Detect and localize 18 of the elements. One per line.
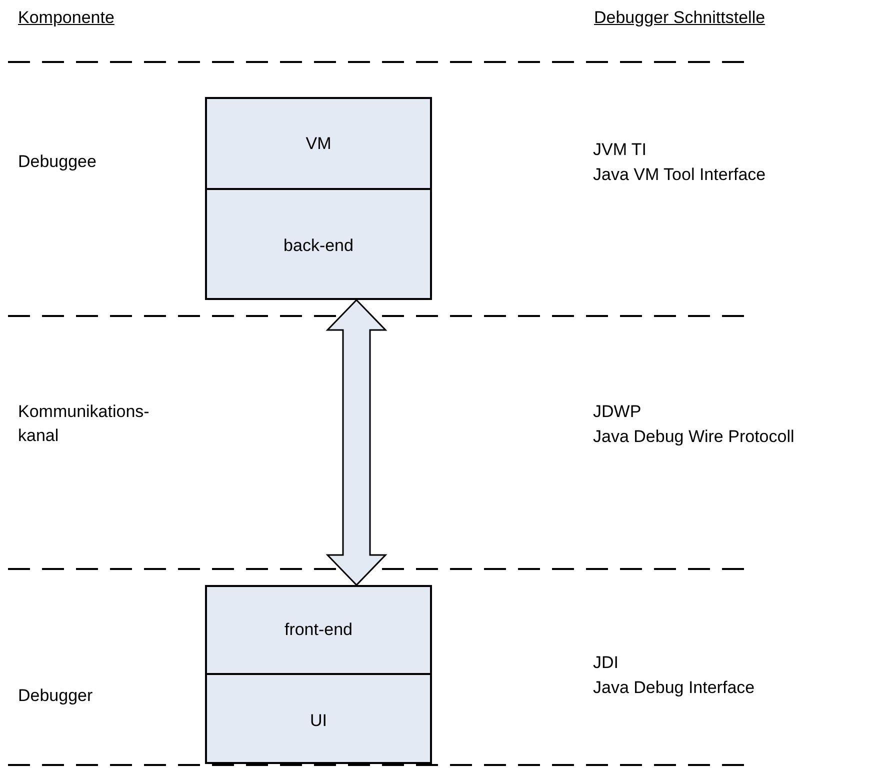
section-label: front-end [284, 619, 353, 642]
column-header: Komponente [18, 7, 114, 29]
layer-label: Java Debug Wire Protocoll [593, 426, 794, 448]
section-label: UI [310, 710, 327, 732]
layer-label: Debugger [18, 685, 93, 707]
layer-label: Java VM Tool Interface [593, 164, 766, 186]
column-header: Debugger Schnittstelle [594, 7, 766, 29]
layer-label: JVM TI [593, 139, 647, 161]
component-box [205, 97, 432, 300]
section-label: VM [306, 132, 332, 155]
component-box [205, 585, 432, 764]
layer-label: JDI [593, 652, 618, 674]
section-label: back-end [284, 235, 354, 258]
layer-label: Java Debug Interface [593, 677, 755, 699]
layer-label: Debuggee [18, 151, 96, 173]
double-arrow [326, 298, 388, 586]
layer-label: JDWP [593, 401, 642, 423]
layer-label: Kommunikations- kanal [18, 401, 150, 447]
